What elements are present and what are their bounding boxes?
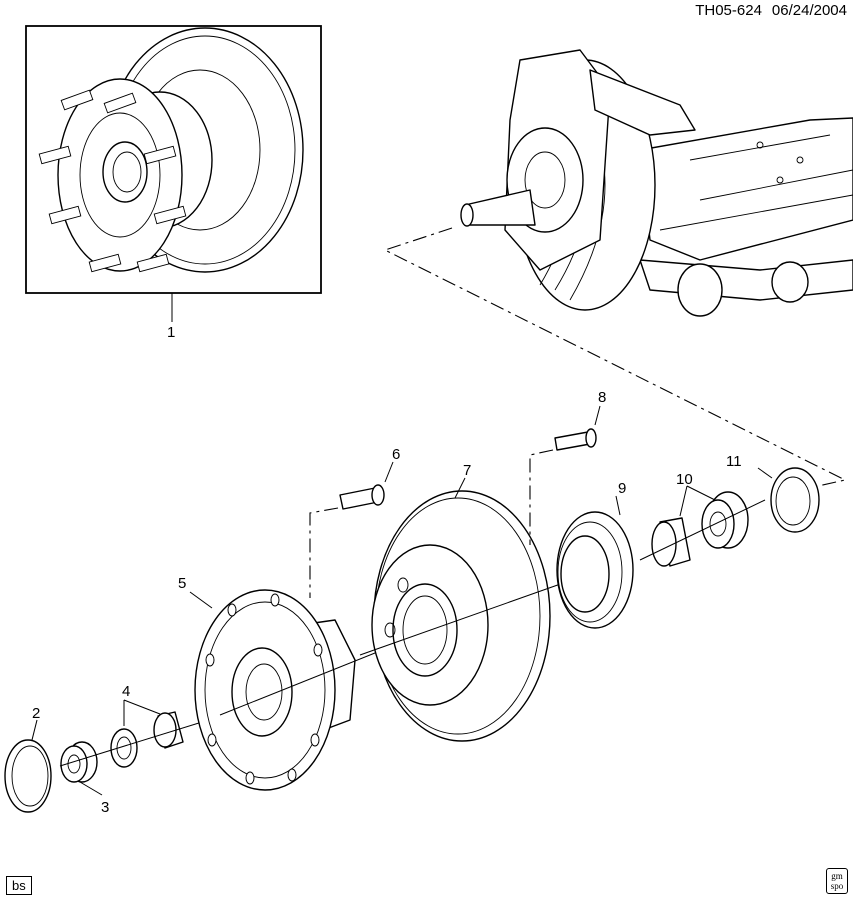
callout-4: 4: [122, 683, 130, 700]
callout-labels: 1 2 3 4 5 6 7 8 9 10 11: [32, 324, 742, 816]
callout-7: 7: [463, 462, 471, 479]
part-11-seal: [770, 467, 820, 533]
callout-5: 5: [178, 575, 186, 592]
part-3-outer-bearing: [60, 741, 98, 783]
inset-hub-rotor-assembly: [25, 25, 322, 294]
callout-8: 8: [598, 389, 606, 406]
figure-header: TH05-624 06/24/2004: [685, 2, 847, 19]
callout-2: 2: [32, 705, 40, 722]
figure-date: 06/24/2004: [771, 2, 847, 19]
callout-11: 11: [726, 453, 742, 470]
part-8-rotor-bolt: [554, 428, 597, 451]
part-7-brake-rotor: [371, 490, 551, 742]
logo-line-1: gm: [831, 871, 843, 881]
callout-9: 9: [618, 480, 626, 497]
logo-line-2: spo: [830, 881, 844, 891]
callout-6: 6: [392, 446, 400, 463]
part-9-inner-seal: [556, 511, 634, 629]
part-10-inner-race-bearing: [651, 491, 749, 567]
part-5-hub: [194, 589, 356, 791]
bs-badge: bs: [6, 876, 32, 895]
part-2-dust-cap: [4, 739, 52, 813]
callout-3: 3: [101, 799, 109, 816]
gm-spo-logo: gm spo: [826, 868, 848, 894]
steering-knuckle-axle: [460, 49, 853, 317]
part-4-outer-race: [110, 711, 184, 768]
part-6-wheel-stud: [339, 484, 385, 510]
callout-1: 1: [167, 324, 175, 341]
callout-10: 10: [676, 471, 693, 488]
figure-id: TH05-624: [695, 2, 762, 19]
